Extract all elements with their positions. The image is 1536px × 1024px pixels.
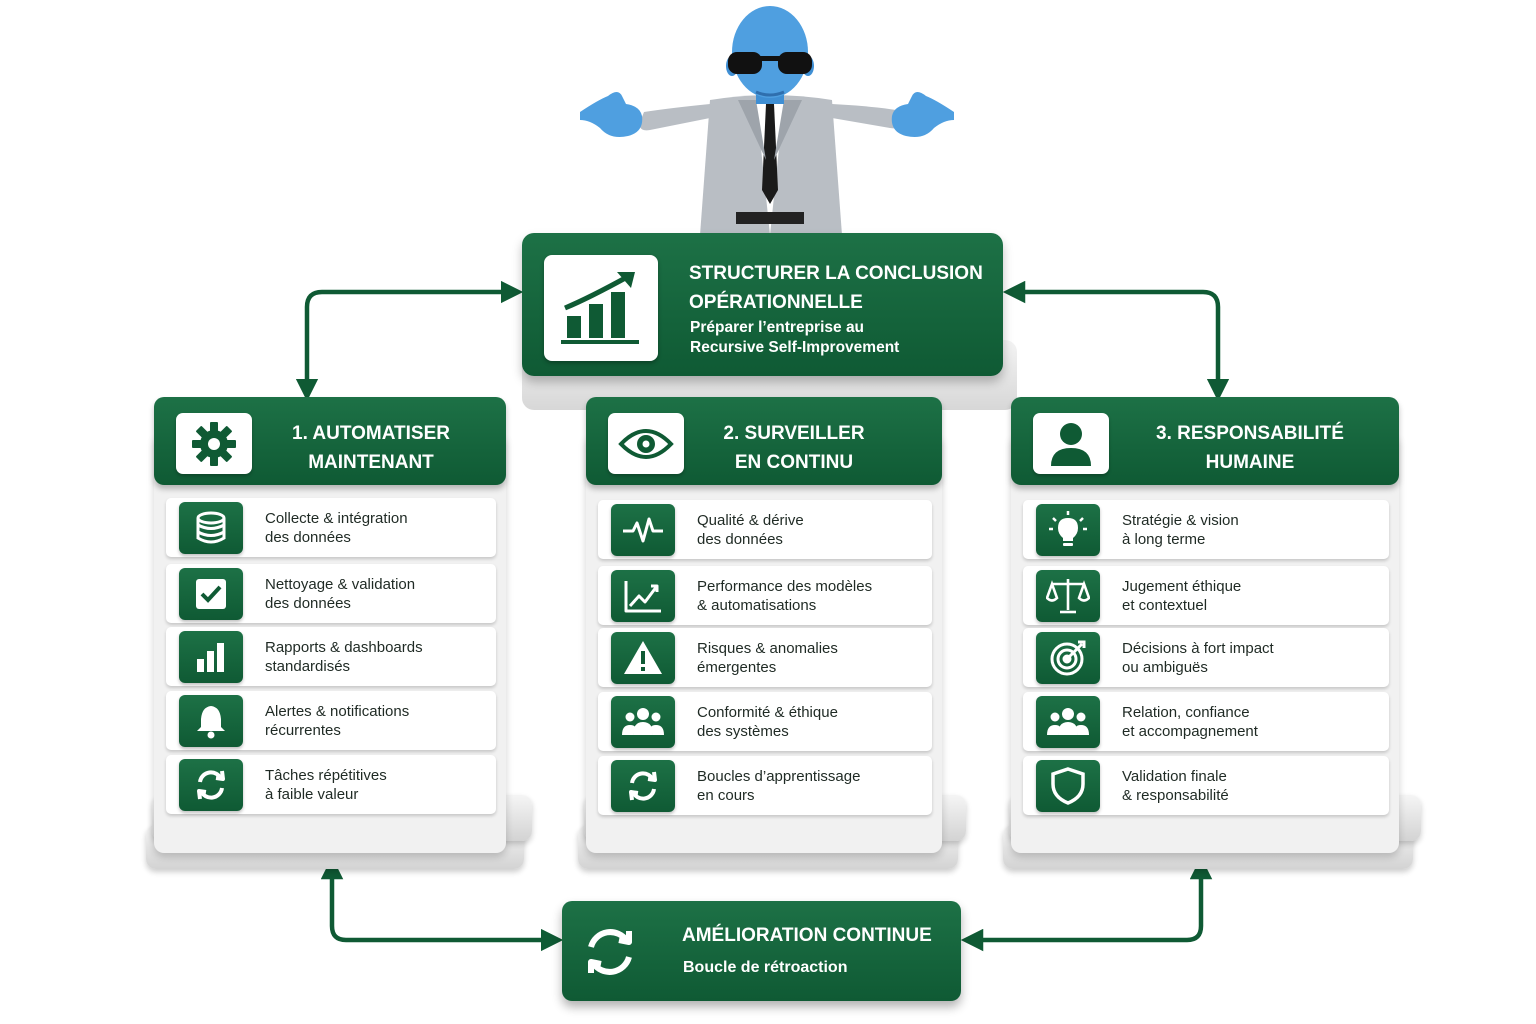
list-item: Tâches répétitives à faible valeur xyxy=(166,755,496,814)
database-icon xyxy=(179,502,243,554)
list-item: Jugement éthique et contextuel xyxy=(1023,566,1389,625)
footer-title: AMÉLIORATION CONTINUE xyxy=(682,925,932,946)
list-item: Performance des modèles & automatisation… xyxy=(598,566,932,625)
footer-box: AMÉLIORATION CONTINUE Boucle de rétroact… xyxy=(562,901,961,1001)
people-icon xyxy=(1036,696,1100,748)
column-title: 2. SURVEILLER EN CONTINU xyxy=(723,423,865,473)
list-item: Alertes & notifications récurrentes xyxy=(166,691,496,750)
list-item: Validation finale & responsabilité xyxy=(1023,756,1389,815)
shield-icon xyxy=(1036,760,1100,812)
lightbulb-icon xyxy=(1036,504,1100,556)
person-icon xyxy=(1033,413,1109,474)
list-item: Conformité & éthique des systèmes xyxy=(598,692,932,751)
arrow-top-to-col1 xyxy=(295,280,524,402)
list-item: Décisions à fort impact ou ambiguës xyxy=(1023,628,1389,687)
checkbox-icon xyxy=(179,568,243,620)
pulse-icon xyxy=(611,504,675,556)
cycle-icon xyxy=(611,760,675,812)
eye-icon xyxy=(608,413,684,474)
bar-chart-icon xyxy=(179,631,243,683)
arrow-col3-to-footer xyxy=(960,856,1213,952)
mascot-character xyxy=(580,6,954,235)
header-subtitle: Préparer l’entreprise au Recursive Self-… xyxy=(690,319,900,356)
column-title: 3. RESPONSABILITÉ HUMAINE xyxy=(1156,423,1344,473)
header-box: STRUCTURER LA CONCLUSION OPÉRATIONNELLE … xyxy=(522,233,1003,376)
line-chart-icon xyxy=(611,570,675,622)
list-item: Collecte & intégration des données xyxy=(166,498,496,557)
list-item: Rapports & dashboards standardisés xyxy=(166,627,496,686)
scales-icon xyxy=(1036,570,1100,622)
bell-icon xyxy=(179,695,243,747)
list-item: Qualité & dérive des données xyxy=(598,500,932,559)
list-item: Relation, confiance et accompagnement xyxy=(1023,692,1389,751)
footer-subtitle: Boucle de rétroaction xyxy=(683,959,848,976)
gear-icon xyxy=(176,413,252,474)
warning-icon xyxy=(611,632,675,684)
list-item: Boucles d’apprentissage en cours xyxy=(598,756,932,815)
growth-chart-icon xyxy=(544,255,658,361)
arrow-col1-to-footer xyxy=(320,856,564,952)
list-item: Risques & anomalies émergentes xyxy=(598,628,932,687)
header-title: STRUCTURER LA CONCLUSION OPÉRATIONNELLE xyxy=(689,263,983,313)
refresh-icon xyxy=(179,759,243,811)
column-title: 1. AUTOMATISER MAINTENANT xyxy=(292,423,450,473)
target-icon xyxy=(1036,632,1100,684)
list-item: Stratégie & vision à long terme xyxy=(1023,500,1389,559)
arrow-top-to-col3 xyxy=(1002,280,1230,402)
list-item: Nettoyage & validation des données xyxy=(166,564,496,623)
group-icon xyxy=(611,696,675,748)
feedback-loop-icon xyxy=(577,919,643,985)
